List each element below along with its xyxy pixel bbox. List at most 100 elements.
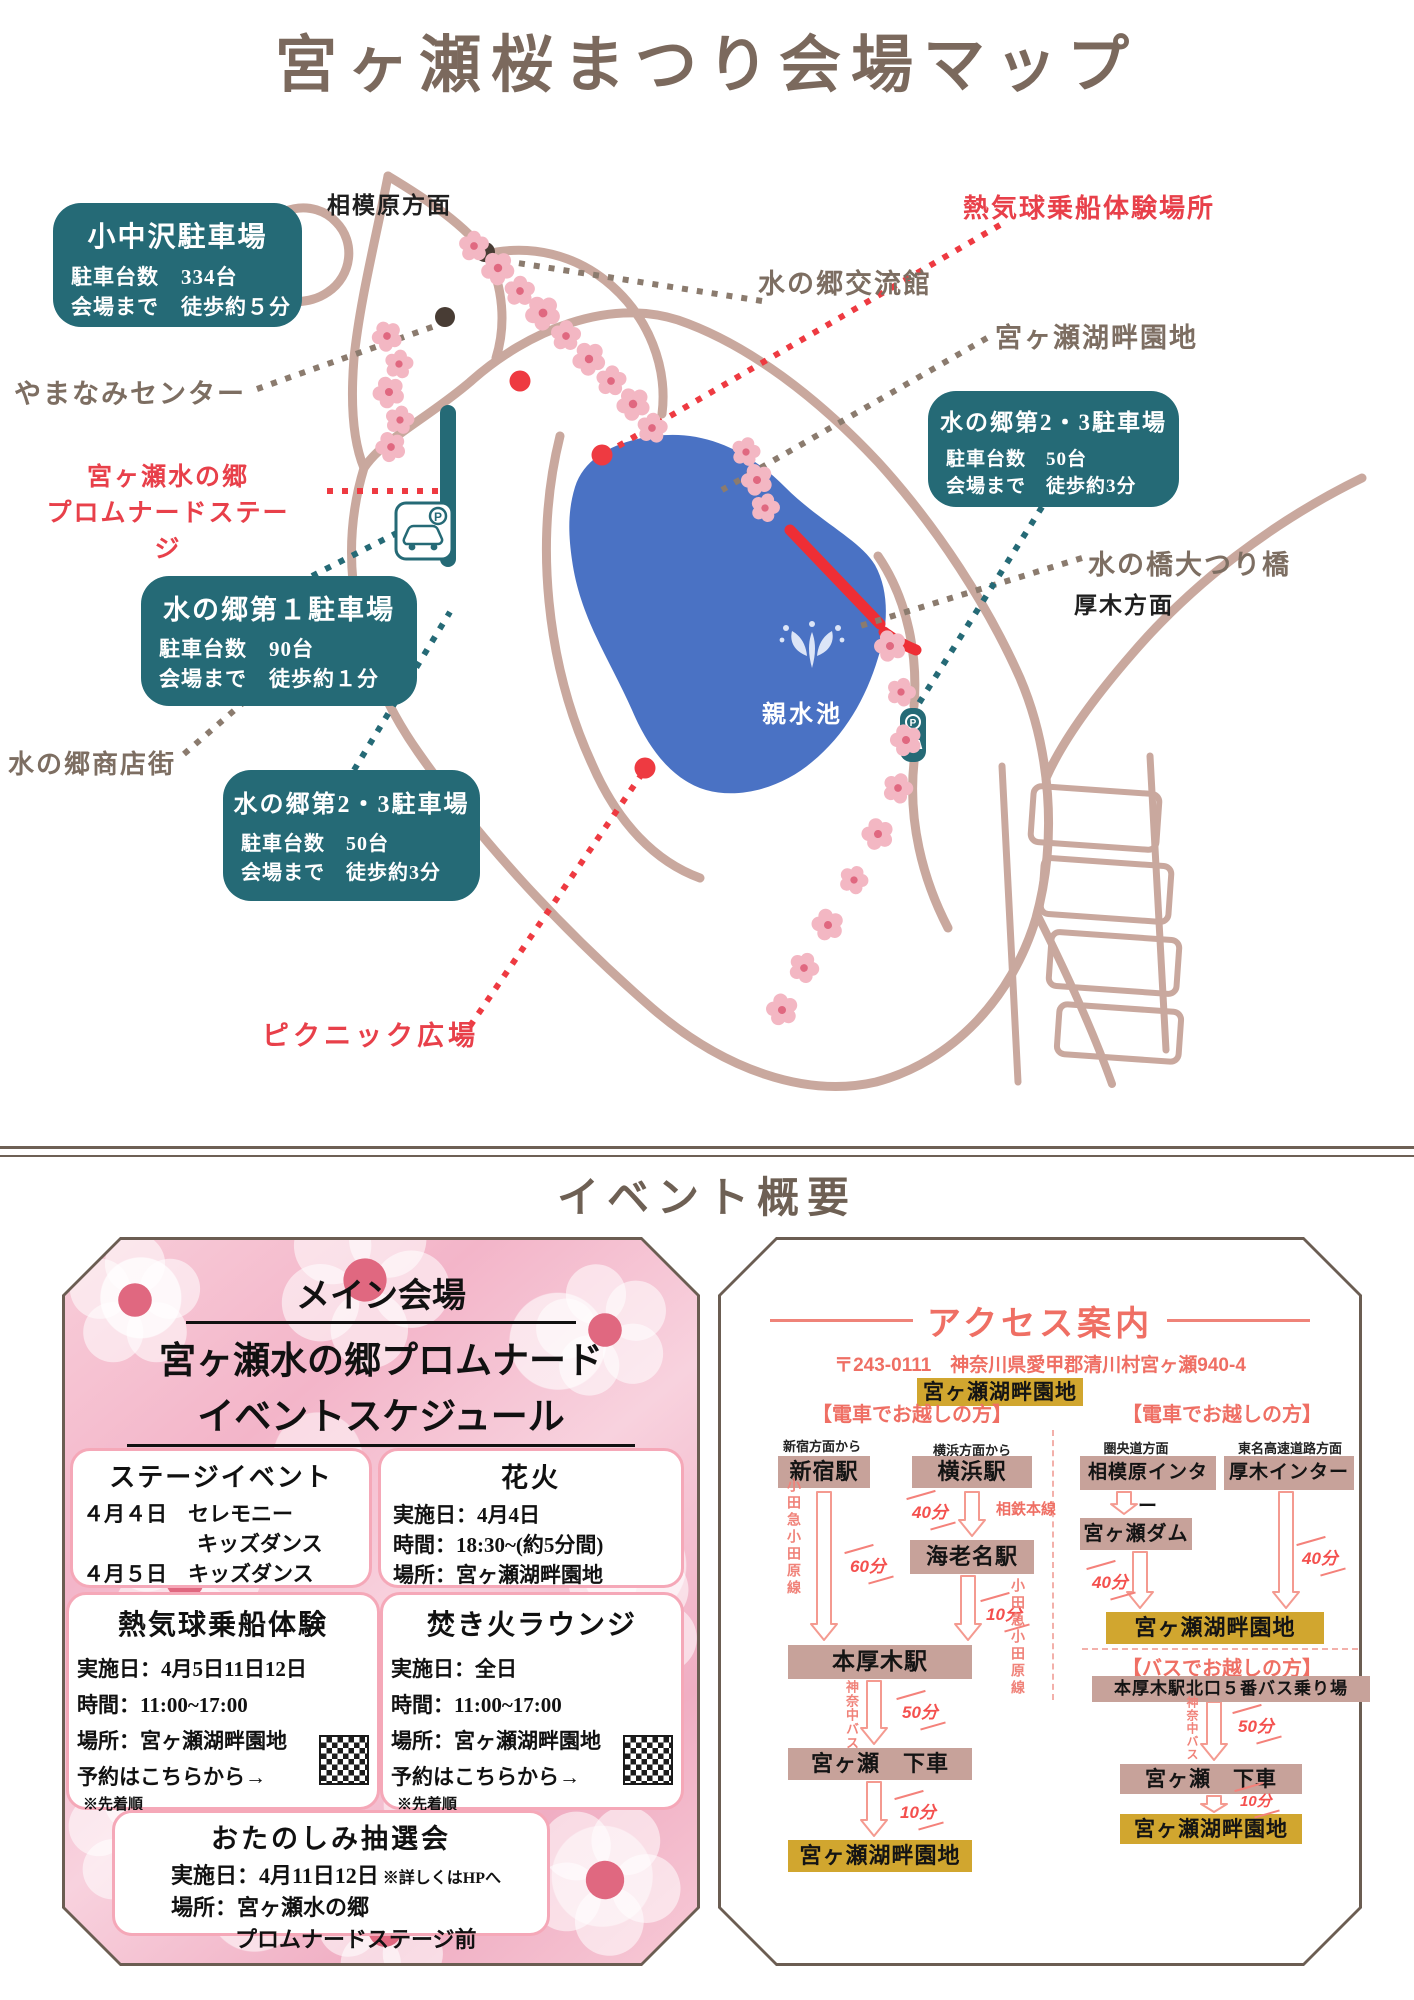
parking-box-title: 水の郷第１駐車場 — [163, 595, 395, 625]
station-honatsugi: 本厚木駅 — [788, 1645, 972, 1679]
fountain-icon — [779, 621, 845, 668]
time-10min-bus: 10分 — [1240, 1790, 1272, 1811]
event-note: ※先着順 — [83, 1797, 144, 1813]
access-title-row: アクセス案内 — [770, 1296, 1310, 1345]
parking-walk-time: 会場まで 徒歩約3分 — [241, 862, 441, 884]
main-header-line1: メイン会場 — [186, 1268, 576, 1324]
event-line: ４月５日 キッズダンス — [83, 1562, 314, 1586]
parking-box-dai23-left: 水の郷第2・3駐車場 駐車台数 50台 会場まで 徒歩約3分 — [225, 772, 478, 899]
svg-text:P: P — [910, 718, 917, 729]
station-yokohama: 横浜駅 — [912, 1456, 1032, 1488]
label-promenade-stage-line1: 宮ヶ瀬水の郷 — [86, 464, 249, 491]
column-separator — [1052, 1430, 1054, 1700]
title-dash-left — [770, 1319, 913, 1322]
stop-miyagase-getsha: 宮ヶ瀬 下車 — [788, 1748, 972, 1780]
origin-yokohama: 横浜方面から — [932, 1443, 1011, 1458]
label-balloon-site: 熱気球乗船体験場所 — [963, 194, 1216, 223]
direction-label-sagamihara: 相模原方面 — [327, 193, 452, 218]
time-60min: 60分 — [850, 1552, 886, 1577]
event-line: 場所：宮ヶ瀬湖畔園地 — [77, 1729, 287, 1753]
car-column-header: 【電車でお越しの方】 — [1122, 1404, 1322, 1426]
parking-walk-time: 会場まで 徒歩約3分 — [946, 476, 1137, 497]
qr-code — [319, 1735, 369, 1785]
time-50min-bus: 50分 — [1238, 1712, 1274, 1737]
label-kohan-enchi: 宮ヶ瀬湖畔園地 — [995, 323, 1198, 353]
event-line: 場所：宮ヶ瀬湖畔園地 — [393, 1563, 603, 1587]
event-note: ※先着順 — [397, 1797, 458, 1813]
time-50min: 50分 — [902, 1698, 938, 1723]
venue-map: P P — [182, 171, 1367, 1091]
event-box-fireworks: 花火 実施日：4月4日 時間：18:30~(約5分間) 場所：宮ヶ瀬湖畔園地 — [378, 1448, 684, 1588]
ic-sagamihara: 相模原インター — [1080, 1456, 1216, 1517]
main-header-line3: イベントスケジュール — [127, 1386, 635, 1447]
event-line: 実施日：4月5日11日12日 — [77, 1657, 307, 1681]
bus-getsha: 宮ヶ瀬 下車 — [1120, 1764, 1302, 1794]
miyagase-dam: 宮ヶ瀬ダム — [1080, 1518, 1192, 1550]
title-dash-right — [1167, 1319, 1310, 1322]
line-kanachu-right: 神奈中バス — [1185, 1696, 1199, 1761]
parking-capacity: 駐車台数 334台 — [71, 265, 238, 289]
label-yamanami-center: やまなみセンター — [14, 379, 246, 409]
sakura-blossom-icon — [839, 864, 870, 896]
sakura-blossom-icon — [382, 347, 416, 380]
bus-stop-honatsugi: 本厚木駅北口５番バス乗り場 — [1092, 1676, 1370, 1702]
event-line: 予約はこちらから→ — [391, 1765, 580, 1789]
parking-box-konakazawa: 小中沢駐車場 駐車台数 334台 会場まで 徒歩約５分 — [55, 205, 300, 325]
page-title: 宮ヶ瀬桜まつり会場マップ — [274, 32, 1139, 100]
event-line: 実施日：全日 — [391, 1657, 517, 1681]
goal-kohan-enchi-bus: 宮ヶ瀬湖畔園地 — [1120, 1814, 1302, 1844]
goal-kohan-enchi-car: 宮ヶ瀬湖畔園地 — [1106, 1612, 1324, 1644]
access-address: 〒243-0111 神奈川県愛甲郡清川村宮ヶ瀬940-4 — [834, 1355, 1246, 1376]
time-40min-dam: 40分 — [1092, 1568, 1128, 1593]
parking-car-icon: P — [394, 501, 454, 561]
event-box-bonfire: 焚き火ラウンジ 実施日：全日 時間：11:00~17:00 場所：宮ヶ瀬湖畔園地… — [380, 1592, 684, 1813]
access-title: アクセス案内 — [926, 1305, 1154, 1343]
label-promenade-stage-line2: プロムナードステージ — [46, 500, 290, 563]
time-40min: 40分 — [912, 1498, 948, 1523]
bus-section-separator — [1082, 1648, 1358, 1650]
ic-atsugi: 厚木インター — [1224, 1456, 1354, 1490]
svg-text:P: P — [434, 510, 442, 524]
label-picnic-plaza: ピクニック広場 — [262, 1021, 479, 1051]
line-sotetsu: 相鉄本線 — [996, 1502, 1057, 1518]
parking-capacity: 駐車台数 50台 — [241, 833, 389, 855]
access-destination: 宮ヶ瀬湖畔園地 — [917, 1378, 1083, 1406]
event-line: 実施日：4月11日12日 — [171, 1863, 379, 1888]
station-shinjuku: 新宿駅 — [778, 1456, 870, 1488]
event-box-lottery: おたのしみ抽選会 実施日：4月11日12日 ※詳しくはHPへ 場所：宮ヶ瀬水の郷… — [112, 1810, 550, 1952]
event-line: プロムナードステージ前 — [235, 1927, 477, 1952]
parking-capacity: 駐車台数 90台 — [159, 637, 314, 661]
goal-kohan-enchi: 宮ヶ瀬湖畔園地 — [788, 1840, 972, 1872]
parking-box-dai23-right: 水の郷第2・3駐車場 駐車台数 50台 会場まで 徒歩約3分 — [930, 393, 1177, 505]
parking-box-title: 水の郷第2・3駐車場 — [940, 410, 1167, 435]
line-odakyu-right: 小田急小田原線 — [1009, 1578, 1024, 1697]
event-box-stage: ステージイベント ４月４日 セレモニー キッズダンス ４月５日 キッズダンス — [70, 1448, 372, 1588]
event-line: ４月４日 セレモニー — [83, 1502, 293, 1526]
location-dots — [435, 242, 656, 779]
time-10min-b: 10分 — [900, 1798, 936, 1823]
parking-box-title: 小中沢駐車場 — [87, 222, 268, 253]
event-line: キッズダンス — [197, 1532, 323, 1556]
train-column-header: 【電車でお越しの方】 — [812, 1404, 1012, 1426]
station-ebina: 海老名駅 — [910, 1540, 1034, 1574]
event-line: 場所：宮ヶ瀬湖畔園地 — [391, 1729, 601, 1753]
event-line: 時間：11:00~17:00 — [77, 1693, 248, 1717]
event-title: 熱気球乗船体験 — [117, 1610, 328, 1641]
direction-label-atsugi: 厚木方面 — [1074, 593, 1174, 618]
sakura-blossom-icon — [786, 950, 822, 986]
parking-capacity: 駐車台数 50台 — [946, 449, 1088, 470]
qr-code — [623, 1735, 673, 1785]
label-ootsuribashi: 水の橋大つり橋 — [1088, 550, 1291, 580]
sakura-blossom-icon — [856, 812, 900, 856]
parking-box-title: 水の郷第2・3駐車場 — [233, 792, 470, 818]
event-title: 焚き火ラウンジ — [426, 1610, 637, 1641]
time-10min: 10分 — [986, 1600, 1022, 1625]
label-promenade-stage: 宮ヶ瀬水の郷 プロムナードステージ — [38, 460, 298, 568]
event-line: 実施日：4月4日 — [393, 1503, 540, 1527]
section-title: イベント概要 — [556, 1176, 857, 1222]
parking-walk-time: 会場まで 徒歩約１分 — [159, 667, 379, 691]
origin-kenodo: 圏央道方面 — [1103, 1441, 1169, 1456]
event-title: おたのしみ抽選会 — [211, 1824, 451, 1854]
parking-box-daiichi: 水の郷第１駐車場 駐車台数 90台 会場まで 徒歩約１分 — [143, 578, 415, 704]
event-title: 花火 — [501, 1463, 561, 1493]
